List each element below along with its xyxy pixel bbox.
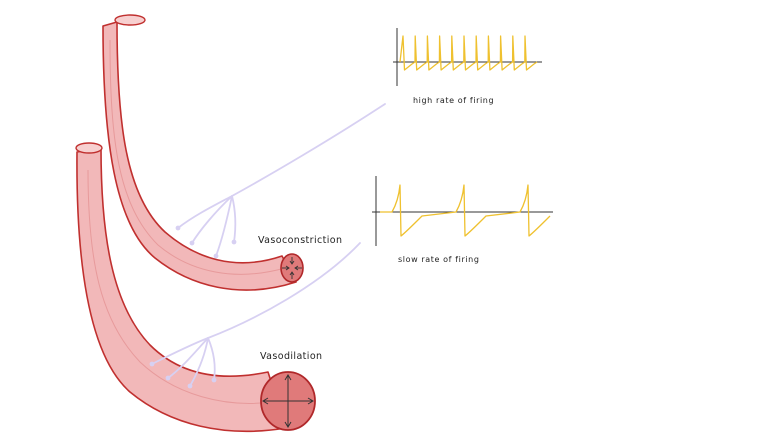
dilated-vessel xyxy=(75,142,316,433)
vasoconstriction-label: Vasoconstriction xyxy=(258,235,342,246)
dilated-vessel-top-opening xyxy=(75,142,103,154)
constricted-vessel-shade xyxy=(109,39,286,275)
constricted-vessel xyxy=(102,14,304,291)
high-rate-graph xyxy=(393,28,542,86)
high-rate-label: high rate of firing xyxy=(413,96,494,105)
high-rate-spike-train xyxy=(399,35,538,71)
dilated-vessel-shade xyxy=(87,169,273,404)
slow-rate-spike-train xyxy=(380,184,551,237)
nerve-endings-bottom xyxy=(149,361,217,389)
dilated-vessel-body xyxy=(76,147,287,433)
slow-rate-graph xyxy=(372,176,553,246)
constriction-arrows xyxy=(282,257,302,279)
dilation-arrows xyxy=(262,374,314,428)
constricted-vessel-top-opening xyxy=(114,14,146,26)
constricted-vessel-body xyxy=(102,21,297,291)
slow-rate-label: slow rate of firing xyxy=(398,255,480,264)
vasodilation-label: Vasodilation xyxy=(260,351,322,362)
constricted-vessel-cut-end xyxy=(280,253,304,283)
nerve-fiber-top xyxy=(177,103,386,257)
nerve-endings-top xyxy=(175,225,237,259)
nerve-fiber-bottom xyxy=(151,242,361,387)
